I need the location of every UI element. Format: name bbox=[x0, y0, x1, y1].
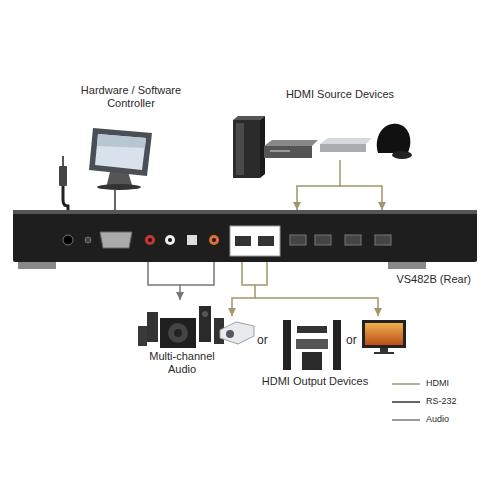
legend-line-samples bbox=[392, 419, 420, 421]
switch-rear-panel bbox=[145, 235, 155, 245]
device-group: HDMI Source Devices bbox=[245, 88, 435, 160]
pc-tower-icon bbox=[236, 123, 244, 175]
connector-word: or bbox=[257, 333, 268, 347]
switch-rear-panel bbox=[315, 235, 331, 245]
legend-line-samples bbox=[392, 383, 420, 385]
signal-connector bbox=[297, 160, 340, 210]
power-adapter bbox=[59, 166, 67, 186]
tv-icon bbox=[365, 323, 403, 345]
switch-rear-panel bbox=[165, 235, 175, 245]
group-heading: HDMI Source Devices bbox=[286, 88, 394, 101]
switch-rear-panel bbox=[258, 236, 274, 246]
game-console-icon bbox=[392, 151, 412, 159]
speaker-set-icon bbox=[138, 306, 224, 348]
device-group: Hardware / Software Controller bbox=[72, 84, 190, 190]
home-theater-icon bbox=[283, 320, 291, 370]
speaker-set-icon bbox=[168, 323, 188, 343]
switch-rear-panel bbox=[13, 210, 477, 269]
switch-rear-panel bbox=[209, 235, 219, 245]
signal-connector bbox=[114, 190, 116, 210]
home-theater-icon bbox=[302, 352, 322, 370]
switch-rear-panel bbox=[187, 235, 197, 245]
branch-wire bbox=[180, 262, 214, 285]
legend-line-samples bbox=[392, 401, 420, 403]
legend-line-samples bbox=[392, 384, 420, 420]
speaker-set-icon bbox=[138, 326, 147, 346]
model-label: VS482B (Rear) bbox=[396, 273, 471, 286]
speaker-set-icon bbox=[160, 318, 196, 348]
set-top-box-icon bbox=[320, 138, 372, 144]
switch-rear-panel bbox=[230, 226, 280, 256]
switch-unit: VS482B (Rear) bbox=[13, 210, 477, 262]
tv-icon bbox=[374, 352, 394, 354]
pc-tower-icon bbox=[233, 116, 265, 120]
switch-rear-panel bbox=[212, 238, 216, 242]
touch-panel-icon bbox=[95, 134, 146, 170]
dvd-player-icon bbox=[264, 140, 318, 146]
switch-rear-panel bbox=[85, 237, 91, 243]
power-adapter bbox=[63, 186, 68, 210]
speaker-set-icon bbox=[202, 311, 208, 317]
switch-rear-panel bbox=[375, 235, 391, 245]
pc-tower-icon bbox=[233, 116, 265, 178]
projector-icon bbox=[220, 322, 254, 344]
home-theater-icon bbox=[283, 320, 341, 370]
dvd-player-icon bbox=[270, 150, 290, 152]
group-heading: Hardware / Software Controller bbox=[79, 84, 183, 110]
group-heading: HDMI Output Devices bbox=[262, 375, 368, 388]
speaker-set-icon bbox=[147, 312, 158, 342]
branch-wire bbox=[255, 262, 267, 285]
group-heading: Multi-channel Audio bbox=[140, 350, 224, 376]
signal-connector bbox=[148, 262, 180, 300]
dvd-player-icon bbox=[264, 146, 312, 158]
touch-panel-icon bbox=[89, 128, 152, 190]
switch-rear-panel bbox=[168, 238, 172, 242]
game-console-icon bbox=[377, 124, 411, 153]
speaker-set-icon bbox=[199, 306, 211, 342]
legend-entry: HDMI bbox=[426, 378, 449, 389]
tv-icon bbox=[380, 348, 388, 352]
pc-tower-icon bbox=[233, 120, 260, 178]
touch-panel-icon bbox=[89, 128, 152, 176]
dvd-player-icon bbox=[264, 140, 318, 158]
set-top-box-icon bbox=[320, 144, 366, 152]
device-group: Multi-channel Audio bbox=[130, 300, 234, 376]
device-group: HDMI Output Devices bbox=[215, 316, 415, 388]
connector-word: or bbox=[346, 333, 357, 347]
home-theater-icon bbox=[333, 320, 341, 370]
legend-entry: Audio bbox=[426, 414, 449, 425]
switch-rear-panel bbox=[13, 210, 477, 262]
signal-connector bbox=[232, 262, 255, 316]
legend-entry: RS-232 bbox=[426, 396, 457, 407]
branch-wire bbox=[255, 298, 378, 316]
projector-icon bbox=[226, 330, 234, 338]
speaker-set-icon bbox=[174, 329, 182, 337]
touch-panel-icon bbox=[97, 134, 146, 148]
power-adapter bbox=[62, 156, 64, 166]
switch-rear-panel bbox=[148, 238, 152, 242]
set-top-box-icon bbox=[320, 138, 372, 152]
home-theater-icon bbox=[297, 326, 327, 333]
power-adapter bbox=[59, 156, 68, 210]
projector-icon bbox=[220, 322, 254, 344]
touch-panel-icon bbox=[97, 184, 141, 190]
switch-rear-panel bbox=[345, 235, 361, 245]
home-theater-icon bbox=[296, 339, 328, 349]
switch-rear-panel bbox=[13, 210, 477, 214]
switch-rear-panel bbox=[63, 235, 73, 245]
switch-rear-panel bbox=[290, 235, 306, 245]
switch-rear-panel bbox=[388, 262, 426, 269]
tv-icon bbox=[362, 320, 406, 354]
switch-rear-panel bbox=[18, 262, 56, 269]
branch-wire bbox=[340, 186, 382, 210]
tv-icon bbox=[362, 320, 406, 348]
switch-rear-panel bbox=[100, 232, 132, 248]
game-console-icon bbox=[377, 124, 412, 159]
switch-rear-panel bbox=[235, 236, 251, 246]
